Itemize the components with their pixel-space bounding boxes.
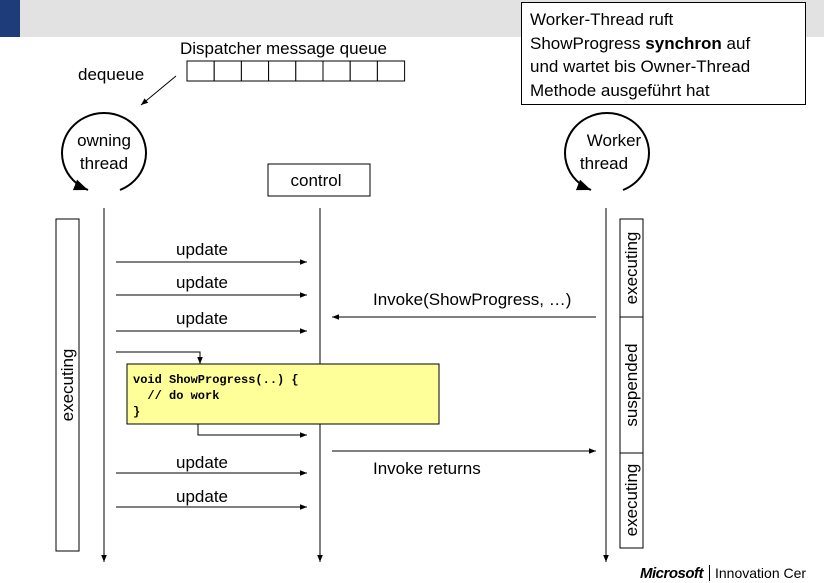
update-label-4: update <box>176 453 228 472</box>
owning-executing-label: executing <box>58 349 77 422</box>
owning-executing-bar <box>55 218 80 552</box>
footer-logo: Microsoft Innovation Cer <box>640 564 806 582</box>
update-label-3: update <box>176 309 228 328</box>
return-arrow <box>197 424 307 438</box>
queue-slot <box>240 60 270 82</box>
note-line-1: Worker-Thread ruft <box>530 10 674 29</box>
worker-thread-label: Worker <box>587 131 642 150</box>
code-line-3: } <box>133 405 140 419</box>
worker-executing-label-2: executing <box>622 464 641 537</box>
update-label-1: update <box>176 240 228 259</box>
note-line-4: Methode ausgeführt hat <box>530 80 710 100</box>
update-label-5: update <box>176 487 228 506</box>
queue-slot <box>186 60 215 82</box>
worker-executing-bar-2 <box>619 452 644 549</box>
queue-slot <box>376 60 406 82</box>
footer-text: Innovation Cer <box>715 565 807 581</box>
code-box <box>126 363 440 425</box>
note-text: auf <box>721 33 751 53</box>
owning-thread-label: thread <box>80 154 128 173</box>
invoke-label: Invoke(ShowProgress, …) <box>373 290 571 309</box>
owning-thread-loop <box>61 112 147 191</box>
owning-thread-label: owning <box>77 131 131 150</box>
footer-divider <box>709 565 710 581</box>
dequeue-label: dequeue <box>78 65 144 84</box>
queue-title: Dispatcher message queue <box>180 39 387 58</box>
code-line-2: // do work <box>133 389 219 403</box>
worker-suspended-label: suspended <box>622 343 641 426</box>
worker-thread-label: thread <box>580 154 628 173</box>
queue-slot <box>213 60 242 82</box>
queue-slot <box>295 60 324 82</box>
worker-thread-loop <box>564 112 650 191</box>
control-label: control <box>290 171 341 190</box>
dispatch-arrow <box>116 351 203 364</box>
message-queue <box>186 60 406 82</box>
queue-slot <box>349 60 378 82</box>
invoke-returns-label: Invoke returns <box>373 459 481 478</box>
control-box <box>267 163 371 197</box>
note-line-2: ShowProgress synchron auf <box>530 32 797 56</box>
note-line-3: und wartet bis Owner-Thread <box>530 57 751 76</box>
worker-executing-label-1: executing <box>622 232 641 305</box>
queue-slot <box>322 60 351 82</box>
microsoft-logo: Microsoft <box>640 564 704 582</box>
update-label-2: update <box>176 273 228 292</box>
queue-slot <box>268 60 297 82</box>
accent-block <box>0 0 20 37</box>
code-line-1: void ShowProgress(..) { <box>133 373 299 387</box>
description-note: Worker-Thread ruft ShowProgress synchron… <box>521 2 806 105</box>
dequeue-arrow <box>140 75 177 106</box>
note-text: ShowProgress <box>530 33 646 53</box>
note-bold-word: synchron <box>645 33 722 53</box>
